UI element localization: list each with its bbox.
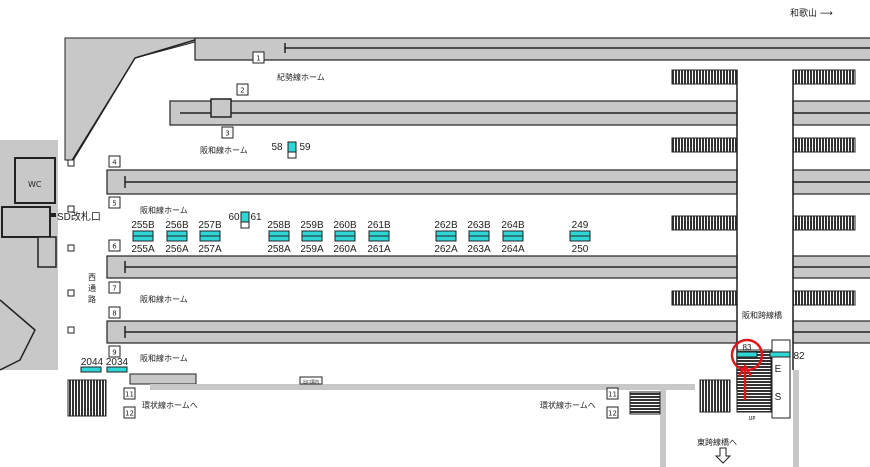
track-number-box — [236, 83, 249, 96]
track-number-box — [123, 387, 136, 400]
wc-label: WC — [28, 180, 42, 189]
west-passage-label-3: 路 — [88, 294, 96, 304]
track-number: 7 — [112, 285, 116, 293]
track-number: 9 — [112, 349, 116, 357]
platform-label-kisei: 紀勢線ホーム — [277, 72, 325, 82]
elevator-61-label: 61 — [250, 212, 262, 223]
track-number-box — [123, 406, 136, 419]
elevator-58-59 — [287, 141, 297, 159]
track-number-box — [606, 406, 619, 419]
loop-line-label-left: 環状線ホームへ — [142, 400, 198, 410]
stop-82-marker — [769, 351, 791, 358]
west-passage-label-2: 通 — [88, 283, 96, 293]
car-stop-bottom-label: 255A — [131, 244, 155, 255]
car-stop-bottom-label: 260A — [333, 244, 357, 255]
sd-gate-label: SD改札口 — [57, 210, 101, 223]
car-stop-bottom-label: 264A — [501, 244, 525, 255]
car-stop-bottom-label: 262A — [434, 244, 458, 255]
track-number-box — [606, 387, 619, 400]
car-stop-top-label: 264B — [501, 220, 525, 231]
car-stop-top-label: 256B — [165, 220, 189, 231]
car-stop-top-label: 259B — [300, 220, 324, 231]
track-number-box — [252, 51, 265, 64]
down-arrow-icon — [714, 447, 732, 464]
car-stop-markers: 255B 255A 256B 256A 257B 257A 258B 258A 259B 259A… — [131, 220, 591, 255]
platform-label-hanwa-3: 阪和線ホーム — [200, 145, 248, 155]
platform-label-hanwa-5: 阪和線ホーム — [140, 205, 188, 215]
stop-83-marker — [736, 351, 758, 358]
track-number: 1 — [256, 55, 260, 63]
track-number-box — [108, 345, 121, 358]
loop-line-label-right: 環状線ホームへ — [540, 400, 596, 410]
track-number: 12 — [608, 410, 617, 418]
elevator-59-label: 59 — [299, 142, 311, 153]
track-number: 6 — [112, 243, 117, 251]
direction-label: 和歌山 ⟶ — [790, 7, 833, 19]
stop-83-label: 83 — [743, 343, 752, 352]
stop-2044-marker — [80, 366, 102, 373]
track-number: 11 — [125, 391, 134, 399]
elevator-60-label: 60 — [228, 212, 240, 223]
car-stop-top-label: 258B — [267, 220, 291, 231]
elevator-58-label: 58 — [271, 142, 283, 153]
track-number: 4 — [112, 159, 117, 167]
platform-label-hanwa-7: 阪和線ホーム — [140, 294, 188, 304]
small-sign: 出口案内 — [303, 378, 319, 384]
track-1 — [194, 37, 870, 61]
es-label-s: S — [775, 392, 782, 403]
stop-2034-marker — [106, 366, 128, 373]
car-stop-top-label: 262B — [434, 220, 458, 231]
track-number: 2 — [240, 87, 244, 95]
track-number-box — [108, 281, 121, 294]
car-stop-bottom-label: 258A — [267, 244, 291, 255]
car-stop-top-label: 261B — [367, 220, 391, 231]
track-number: 12 — [125, 410, 134, 418]
track-number-box — [108, 155, 121, 168]
car-stop-top-label: 249 — [572, 220, 589, 231]
west-passage-label-1: 西 — [88, 273, 96, 282]
car-stop-bottom-label: 259A — [300, 244, 324, 255]
car-stop-bottom-label: 257A — [198, 244, 222, 255]
up-arrow-icon — [737, 363, 753, 400]
track-number-box — [108, 306, 121, 319]
hanwa-bridge-label: 阪和跨線橋 — [742, 310, 782, 320]
tracks — [106, 37, 870, 467]
track-number: 8 — [112, 310, 116, 318]
left-building: WC — [0, 140, 75, 371]
stop-2034-label: 2034 — [106, 357, 129, 368]
platform-label-hanwa-9: 阪和線ホーム — [140, 353, 188, 363]
track-number: 3 — [225, 130, 229, 138]
east-bridge-label: 東跨線橋へ — [697, 437, 737, 447]
track-number: 11 — [608, 391, 617, 399]
car-stop-top-label: 257B — [198, 220, 222, 231]
track-number-box — [221, 126, 234, 139]
stop-82-label: 82 — [793, 351, 805, 362]
car-stop-bottom-label: 261A — [367, 244, 391, 255]
hanwa-bridge — [67, 69, 856, 419]
stop-2044-label: 2044 — [81, 357, 104, 368]
car-stop-top-label: 263B — [467, 220, 491, 231]
elevator-60-61 — [240, 211, 250, 229]
car-stop-bottom-label: 256A — [165, 244, 189, 255]
track-number: 5 — [112, 200, 116, 208]
car-stop-top-label: 260B — [333, 220, 357, 231]
track-number-box — [108, 239, 121, 252]
es-label-e: E — [775, 364, 782, 375]
car-stop-top-label: 255B — [131, 220, 155, 231]
track-number-box — [108, 196, 121, 209]
up-label: UP — [749, 416, 756, 422]
car-stop-bottom-label: 250 — [572, 244, 589, 255]
car-stop-bottom-label: 263A — [467, 244, 491, 255]
